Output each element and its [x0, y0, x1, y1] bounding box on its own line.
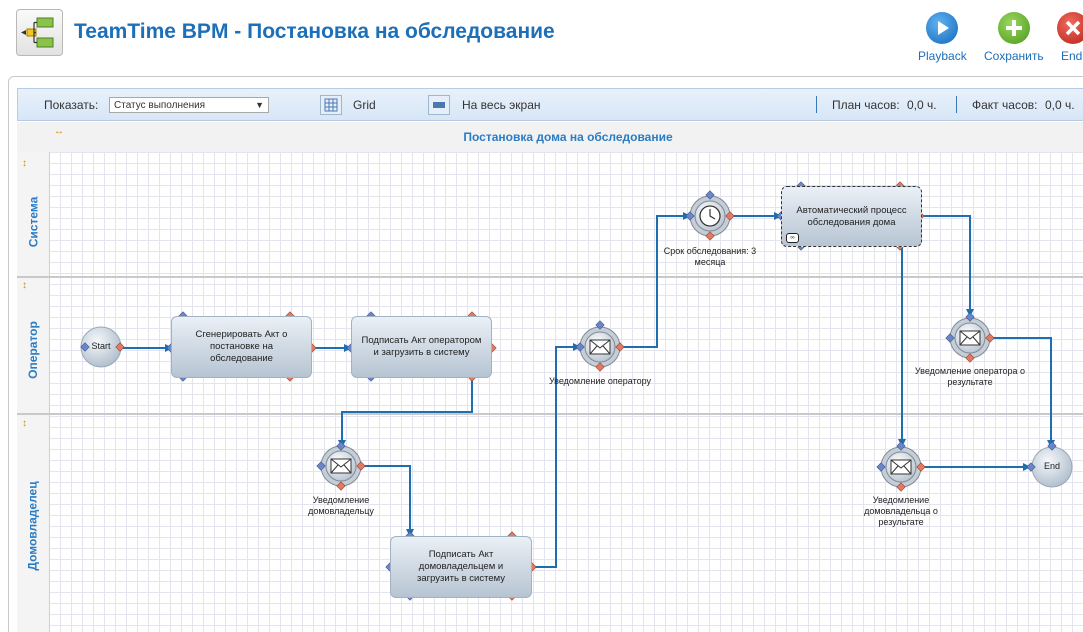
- flow-sign-owner-to-notify-operator[interactable]: [532, 343, 581, 568]
- end-button[interactable]: End: [1057, 12, 1083, 63]
- save-plus-icon: [997, 12, 1030, 44]
- playback-label: Playback: [918, 49, 967, 63]
- close-icon: [1057, 12, 1083, 44]
- playback-icon: [926, 12, 959, 44]
- app-header: TeamTime BPM - Постановка на обследовани…: [0, 0, 1083, 68]
- grid-toggle[interactable]: Grid: [353, 98, 376, 112]
- notify-operator-result-event[interactable]: [949, 317, 991, 359]
- plan-hours-value: 0,0 ч.: [907, 98, 937, 112]
- pool-title: Постановка дома на обследование: [463, 130, 673, 144]
- show-label: Показать:: [44, 98, 99, 112]
- lane-divider: [17, 413, 1083, 415]
- fact-hours-value: 0,0 ч.: [1045, 98, 1075, 112]
- save-label: Сохранить: [984, 49, 1044, 63]
- notify-owner-label: Уведомление домовладельцу: [308, 495, 374, 516]
- task-generate-act-label: Сгенерировать Акт о постановке на обслед…: [195, 329, 288, 364]
- pool-corner: [17, 122, 48, 153]
- fullscreen-icon[interactable]: [428, 95, 450, 115]
- toolbar-separator: [956, 96, 957, 113]
- clock-icon: [699, 205, 721, 227]
- task-generate-act[interactable]: Сгенерировать Акт о постановке на обслед…: [171, 316, 312, 378]
- fullscreen-toggle[interactable]: На весь экран: [462, 98, 541, 112]
- flow-notify-operator-to-timer[interactable]: [620, 212, 691, 348]
- flow-notify-operator-result-to-end[interactable]: [990, 337, 1055, 448]
- plan-hours-label: План часов:: [832, 98, 900, 112]
- flow-sign-operator-to-notify-owner[interactable]: [338, 379, 473, 448]
- notify-owner-result-label: Уведомление домовладельца о результате: [864, 495, 938, 527]
- page-title: TeamTime BPM - Постановка на обследовани…: [74, 20, 555, 43]
- end-label: End: [1061, 49, 1083, 63]
- subprocess-loop-icon: ∞: [786, 233, 799, 243]
- chevron-down-icon: ▼: [255, 100, 264, 110]
- save-button[interactable]: Сохранить: [984, 12, 1044, 63]
- grid-icon[interactable]: [320, 95, 342, 115]
- resize-vertical-icon[interactable]: ↕: [22, 280, 27, 291]
- timer-event[interactable]: [689, 195, 731, 237]
- task-sign-operator-label: Подписать Акт оператором и загрузить в с…: [361, 335, 482, 358]
- envelope-icon: [589, 339, 611, 355]
- notify-operator-label: Уведомление оператору: [548, 376, 652, 386]
- task-auto-process[interactable]: Автоматический процесс обследования дома…: [781, 186, 922, 247]
- notify-owner-event[interactable]: [320, 445, 362, 487]
- playback-button[interactable]: Playback: [918, 12, 967, 63]
- start-label: Start: [91, 341, 111, 351]
- show-select[interactable]: Статус выполнения ▼: [109, 97, 269, 113]
- app-logo-icon: [16, 9, 63, 56]
- sequence-flows: [121, 212, 1055, 568]
- notify-operator-event[interactable]: [579, 326, 621, 368]
- resize-vertical-icon[interactable]: ↕: [22, 418, 27, 429]
- envelope-icon: [890, 459, 912, 475]
- notify-owner-result-event[interactable]: [880, 446, 922, 488]
- task-sign-operator[interactable]: Подписать Акт оператором и загрузить в с…: [351, 316, 492, 378]
- resize-horizontal-icon[interactable]: ↔: [54, 126, 64, 137]
- task-sign-owner-label: Подписать Акт домовладельцем и загрузить…: [416, 549, 506, 584]
- timer-label: Срок обследования: 3 месяца: [663, 246, 757, 267]
- end-label-text: End: [1043, 461, 1060, 471]
- diagram-toolbar: Показать: Статус выполнения ▼ Grid На ве…: [17, 88, 1083, 121]
- toolbar-separator: [816, 96, 817, 113]
- show-select-value: Статус выполнения: [114, 100, 206, 111]
- task-sign-owner[interactable]: Подписать Акт домовладельцем и загрузить…: [390, 536, 532, 598]
- notify-operator-result-label: Уведомление оператора о результате: [914, 366, 1026, 387]
- task-auto-process-label: Автоматический процесс обследования дома: [796, 204, 907, 228]
- envelope-icon: [330, 458, 352, 474]
- fact-hours-label: Факт часов:: [972, 98, 1038, 112]
- flow-notify-owner-to-sign-owner[interactable]: [361, 465, 414, 537]
- envelope-icon: [959, 330, 981, 346]
- resize-vertical-icon[interactable]: ↕: [22, 158, 27, 169]
- flow-auto-to-notify-operator-result[interactable]: [920, 215, 974, 317]
- lane-divider: [17, 276, 1083, 278]
- lane-labels: [17, 152, 50, 632]
